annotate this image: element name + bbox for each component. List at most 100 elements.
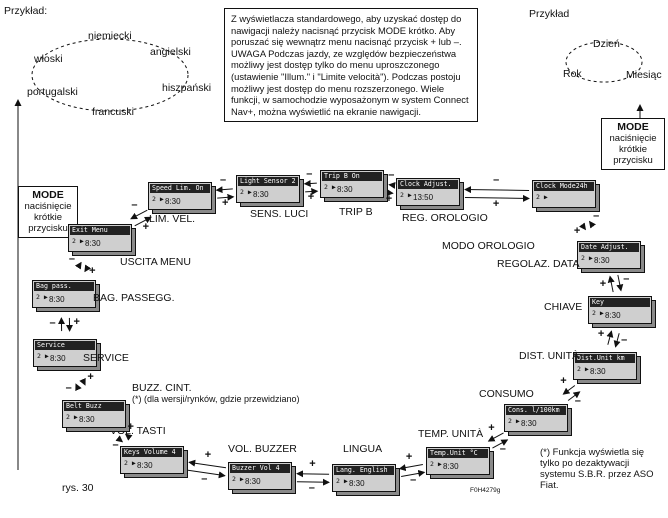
lcd-front: Clock Adjust.2 ▶13:50: [396, 178, 460, 206]
menu-label: REGOLAZ. DATA: [497, 258, 580, 270]
plus-sign: +: [127, 420, 134, 433]
minus-sign: –: [574, 394, 581, 407]
lcd-indicator: 2 ▶: [400, 191, 412, 199]
lcd-time: 8:30: [590, 367, 606, 376]
flow-arrow: [607, 275, 615, 293]
mode-right-key: MODE: [617, 121, 649, 133]
minus-sign: –: [388, 169, 395, 182]
mode-left-key: MODE: [32, 189, 64, 201]
mode-left-desc: naciśnięcie krótkie przycisku: [24, 201, 72, 234]
minus-sign: –: [493, 174, 500, 186]
lcd-time: 8:30: [245, 477, 261, 486]
plus-sign: +: [492, 197, 500, 210]
lcd-indicator: 2 ▶: [430, 460, 442, 468]
lcd-text: Exit Menu: [70, 226, 130, 235]
flow-arrow: [215, 186, 233, 194]
lcd-text: Temp.Unit °C: [428, 449, 488, 458]
lcd-screen: Bag pass.2 ▶8:30: [32, 280, 100, 312]
flow-arrow: [401, 469, 426, 478]
minus-sign: –: [621, 334, 628, 347]
right-example-title: Przykład: [529, 8, 570, 20]
flow-arrow: [464, 194, 530, 202]
lcd-time: 8:30: [85, 239, 101, 248]
lcd-indicator: 2 ▶: [152, 195, 164, 203]
flow-arrow: [606, 330, 614, 345]
lcd-time: 8:30: [521, 419, 537, 428]
lcd-text: Service: [35, 341, 95, 350]
flow-arrow: [79, 377, 86, 386]
menu-label: CONSUMO: [479, 388, 534, 400]
flow-arrow: [567, 391, 581, 401]
date-cycle: [565, 41, 643, 83]
menu-label: VOL. BUZZER: [228, 443, 297, 455]
flow-arrow: [579, 222, 587, 231]
menu-label: SERVICE: [83, 352, 129, 364]
example-month: Miesiąc: [626, 69, 662, 81]
plus-sign: +: [385, 192, 393, 205]
example-day: Dzień: [593, 38, 620, 50]
minus-sign: –: [68, 252, 76, 265]
lcd-time: 8:30: [605, 311, 621, 320]
lcd-text: Belt Buzz: [64, 402, 124, 411]
language-french: francuski: [92, 106, 135, 118]
lcd-time: 8:30: [49, 295, 65, 304]
plus-sign: +: [597, 327, 605, 340]
menu-label: BUZZ. CINT.: [132, 382, 192, 394]
lcd-time: 8:30: [443, 462, 459, 471]
flow-arrow: [134, 216, 152, 227]
flow-arrow: [613, 333, 621, 348]
minus-sign: –: [131, 199, 138, 212]
lcd-time: 8:30: [137, 461, 153, 470]
minus-sign: –: [65, 381, 72, 394]
lcd-text: Cons. l/100km: [506, 406, 566, 415]
mode-right-box: MODE naciśnięcie krótkie przycisku: [601, 118, 665, 170]
language-cycle: [31, 38, 189, 112]
language-german: niemiecki: [88, 30, 132, 42]
lcd-text: Lang. English: [334, 466, 394, 475]
plus-sign: +: [488, 421, 495, 434]
flow-arrow: [296, 470, 330, 478]
menu-label: MODO OROLOGIO: [442, 240, 535, 252]
lcd-indicator: 2 ▶: [36, 293, 48, 301]
plus-sign: +: [309, 458, 316, 470]
lcd-text: Keys Volume 4: [122, 448, 182, 457]
menu-label: LINGUA: [343, 443, 383, 455]
flow-arrow: [303, 180, 317, 188]
minus-sign: –: [593, 210, 600, 223]
plus-sign: +: [221, 197, 229, 210]
lcd-indicator: 2 ▶: [577, 365, 589, 373]
lcd-text: Key: [590, 298, 650, 307]
lcd-indicator: 2 ▶: [536, 193, 548, 201]
flow-arrow: [588, 220, 596, 229]
plus-sign: +: [204, 449, 212, 462]
language-spanish: hiszpański: [162, 82, 212, 94]
lcd-indicator: 2 ▶: [324, 183, 336, 191]
minus-sign: –: [112, 439, 119, 452]
minus-sign: –: [623, 273, 630, 286]
minus-sign: –: [49, 316, 56, 329]
menu-label: BAG. PASSEGG.: [93, 292, 175, 304]
plus-sign: +: [307, 191, 315, 204]
lcd-front: Temp.Unit °C 2 ▶8:30: [426, 447, 490, 475]
lcd-indicator: 2 ▶: [232, 475, 244, 483]
belt-note: (*) (dla wersji/rynków, gdzie przewidzia…: [132, 394, 300, 404]
lcd-text: Light Sensor 2: [238, 177, 298, 186]
menu-label: CHIAVE: [544, 301, 583, 313]
flow-arrow: [562, 385, 576, 395]
flow-arrow: [124, 433, 133, 441]
lcd-time: 8:30: [337, 185, 353, 194]
menu-label: USCITA MENU: [120, 256, 191, 268]
